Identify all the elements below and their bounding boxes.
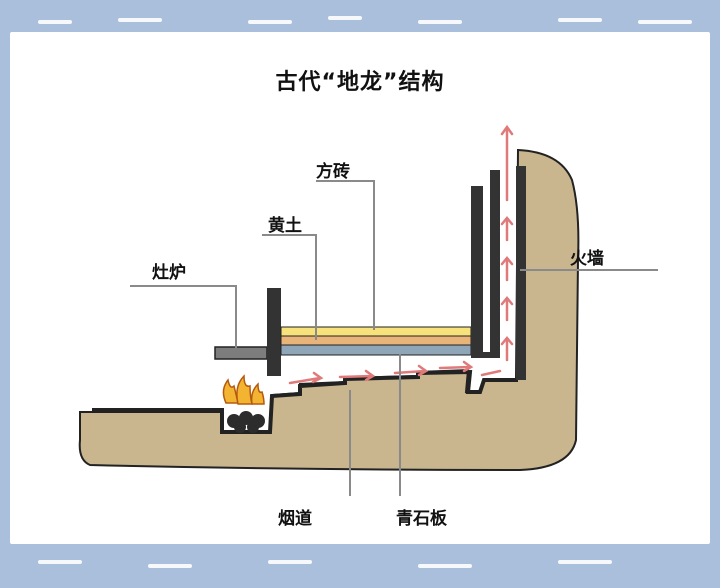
stove-pipe	[214, 346, 268, 360]
label-stove: 灶炉	[152, 263, 186, 283]
coal	[227, 411, 265, 433]
loess-layer	[280, 335, 472, 346]
bluestone-layer	[280, 344, 472, 356]
label-fire-wall: 火墙	[570, 249, 604, 269]
fire-wall-middle	[490, 170, 500, 356]
ground	[78, 148, 580, 472]
fire-wall-inner	[471, 186, 483, 352]
fire-wall-base	[471, 352, 500, 358]
frame-decoration	[38, 16, 692, 568]
label-bluestone: 青石板	[396, 509, 447, 529]
stove-wall	[267, 288, 281, 376]
fire-icon	[222, 374, 265, 405]
ground-surface-line	[92, 369, 518, 434]
label-flue: 烟道	[278, 509, 312, 529]
brick-layer	[280, 326, 472, 337]
fire-wall-outer	[516, 166, 526, 380]
label-loess: 黄土	[268, 216, 302, 236]
leader-lines	[130, 180, 658, 496]
label-bricks: 方砖	[316, 162, 350, 182]
diagram-title: 古代“地龙”结构	[275, 70, 445, 95]
